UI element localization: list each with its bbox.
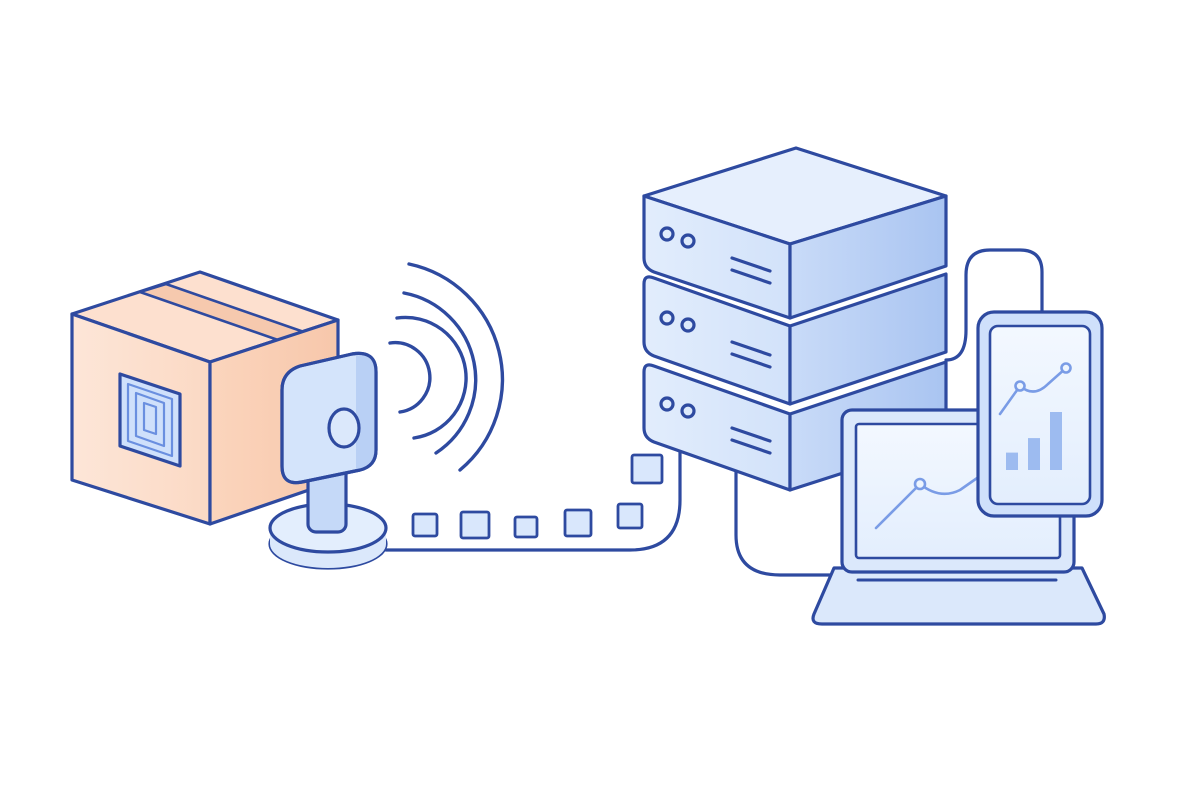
reader-to-server-cable [384, 446, 682, 552]
server-to-phone-cable [944, 248, 1044, 362]
data-packet-icon [563, 508, 593, 538]
server-to-laptop-cable [734, 466, 832, 577]
data-packet-icon [459, 510, 491, 540]
server-unit-1 [642, 146, 948, 320]
signal-arc-3 [402, 291, 478, 455]
phone-bar-3 [1050, 412, 1062, 470]
signal-arc-2 [395, 315, 468, 440]
signal-arc-1 [388, 340, 432, 414]
phone-screen [988, 324, 1092, 506]
signal-arc-4 [407, 262, 505, 472]
rfid-tag-icon [118, 372, 182, 468]
server-unit-2 [642, 272, 948, 406]
server-stack-icon [642, 146, 948, 492]
line-chart-icon [998, 362, 1072, 416]
phone-bar-1 [1006, 452, 1018, 470]
data-packet-icon [513, 515, 539, 539]
phone-bar-2 [1028, 438, 1040, 470]
data-packet-icon [411, 512, 439, 538]
laptop-icon [811, 408, 1106, 626]
line-chart-icon [874, 474, 982, 530]
data-packet-icon [616, 502, 644, 530]
rfid-reader-icon [268, 351, 388, 570]
data-packets [411, 453, 664, 540]
smartphone-icon [976, 310, 1104, 518]
wireless-signal-icon [388, 262, 505, 472]
bar-chart-icon [1006, 412, 1062, 470]
data-packet-icon [630, 453, 664, 485]
